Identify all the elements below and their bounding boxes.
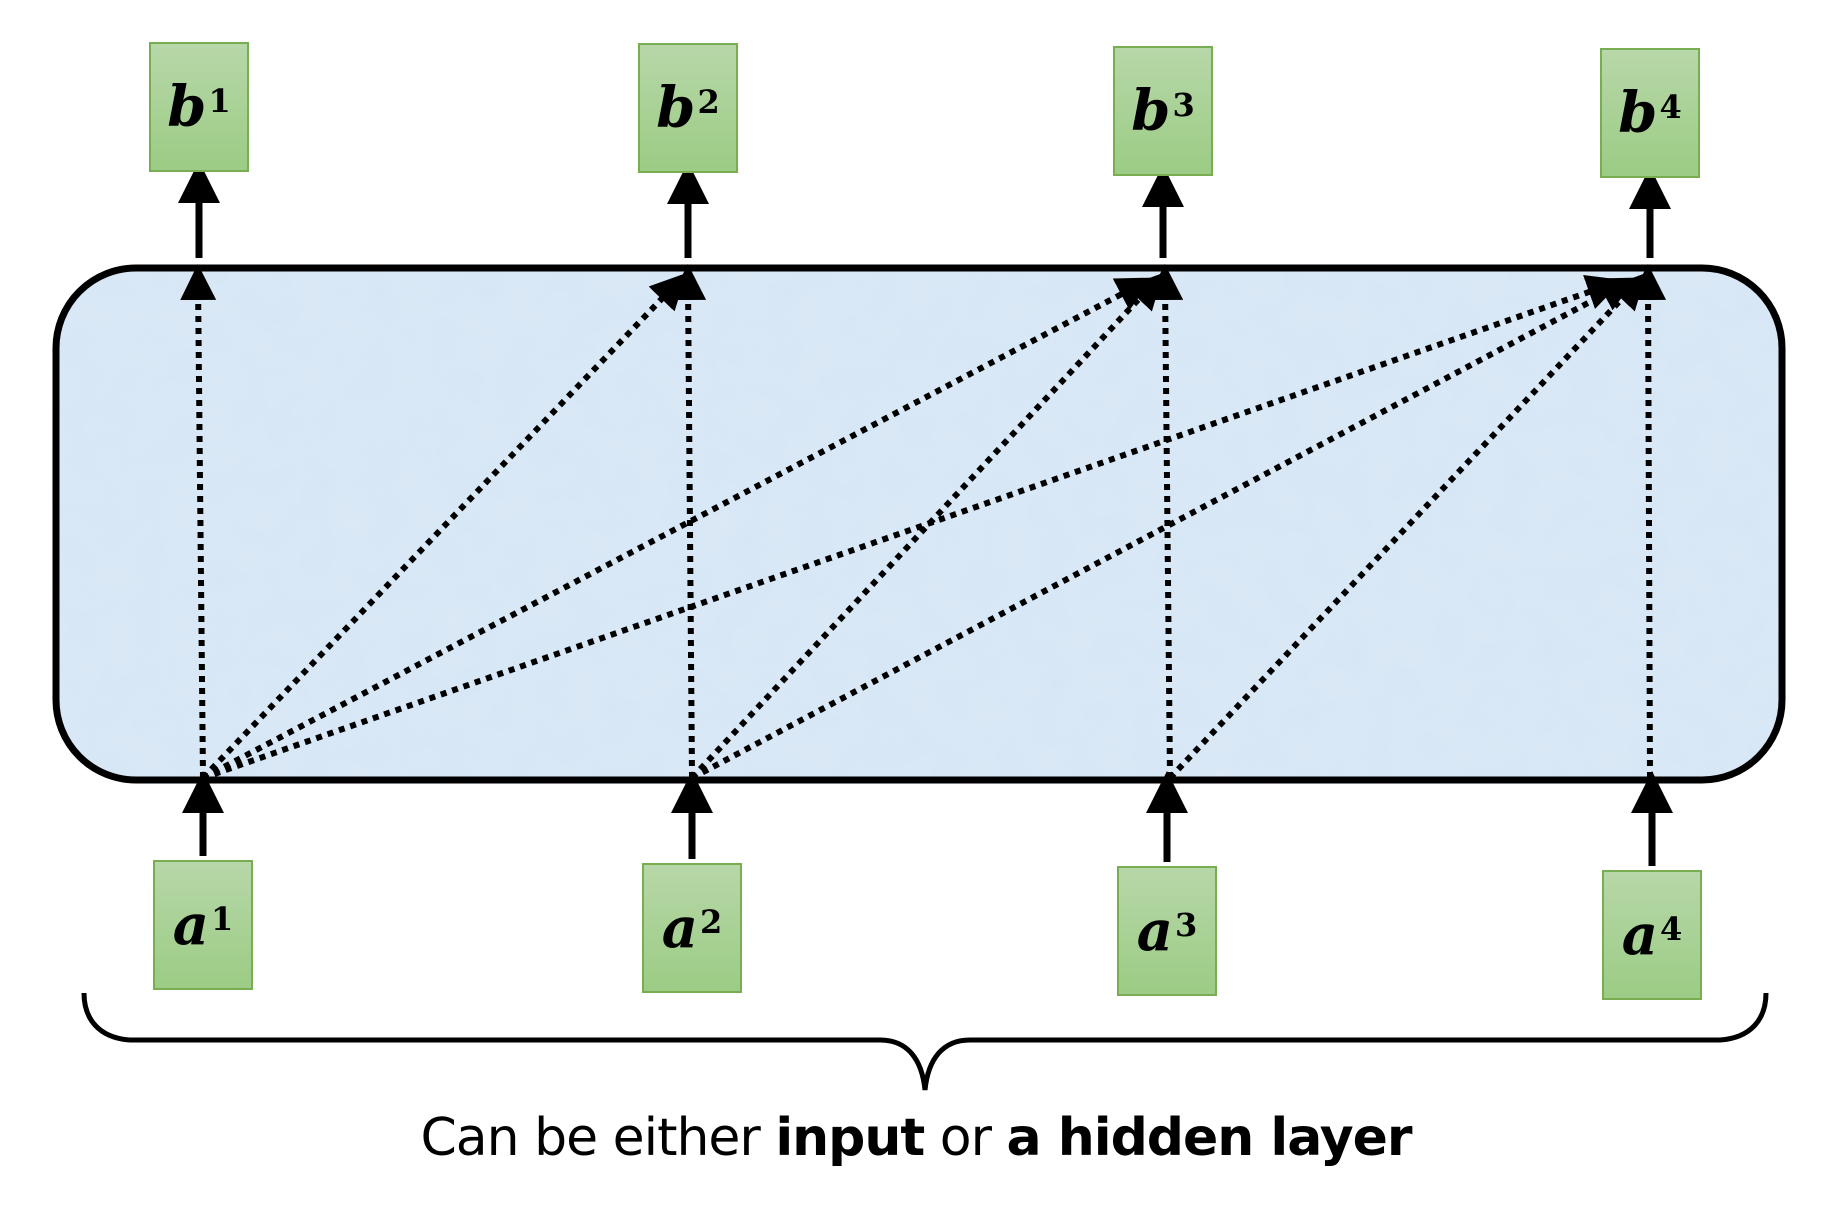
caption-hidden-layer-bold: a hidden layer bbox=[1006, 1108, 1413, 1168]
attention-arrow-a3-to-b3 bbox=[1147, 264, 1184, 779]
attention-arrow-a2-to-b2 bbox=[670, 264, 707, 779]
attention-arrow-a1-to-b1 bbox=[180, 264, 217, 779]
input-node-index: 4 bbox=[1660, 910, 1683, 948]
input-node-label: a bbox=[1621, 902, 1659, 968]
input-node-label: a bbox=[172, 892, 210, 958]
caption: Can be either input or a hidden layer bbox=[0, 1108, 1832, 1168]
attention-arrow-a3-to-b4 bbox=[1167, 272, 1647, 781]
input-node-index: 1 bbox=[211, 900, 234, 938]
input-node-label: a bbox=[661, 895, 699, 961]
input-node-index: 2 bbox=[700, 903, 723, 941]
attention-arrow-a1-to-b2 bbox=[200, 272, 687, 781]
attention-arrow-a1-to-b4 bbox=[202, 274, 1623, 781]
attention-arrow-a4-to-b4 bbox=[1630, 264, 1667, 779]
caption-text-2: or bbox=[924, 1108, 1007, 1168]
output-node-index: 1 bbox=[208, 82, 231, 120]
output-node-label: b bbox=[656, 75, 696, 141]
output-node-label: b bbox=[1618, 80, 1658, 146]
curly-brace bbox=[81, 992, 1769, 1091]
output-node-index: 3 bbox=[1172, 86, 1195, 124]
output-node-index: 4 bbox=[1659, 88, 1682, 126]
caption-input-bold: input bbox=[775, 1108, 925, 1168]
layer-box-border bbox=[52, 264, 1786, 784]
attention-connections bbox=[180, 264, 1667, 781]
attention-arrow-a1-to-b3 bbox=[201, 277, 1153, 781]
output-node-label: b bbox=[167, 74, 207, 140]
output-node-index: 2 bbox=[697, 83, 720, 121]
output-node-label: b bbox=[1131, 78, 1171, 144]
input-node-index: 3 bbox=[1175, 906, 1198, 944]
caption-text-1: Can be either bbox=[420, 1108, 776, 1168]
solid-arrows bbox=[178, 161, 1673, 866]
attention-arrow-a2-to-b3 bbox=[689, 272, 1164, 781]
input-node-label: a bbox=[1136, 898, 1174, 964]
